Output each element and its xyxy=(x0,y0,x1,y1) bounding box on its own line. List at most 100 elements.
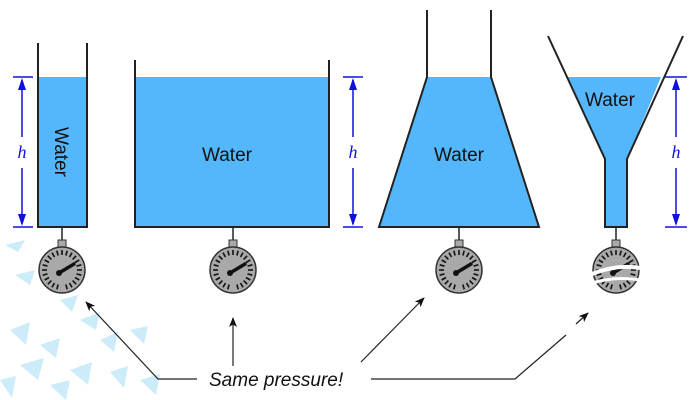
gauge-tick xyxy=(622,282,627,288)
decorative-shards xyxy=(0,240,160,400)
caption-same-pressure: Same pressure! xyxy=(209,370,344,391)
gauge-tick xyxy=(471,276,477,281)
gauge-tick xyxy=(74,276,80,281)
gauge-pivot xyxy=(453,270,459,276)
gauge-tick xyxy=(444,280,449,285)
gauge-tick xyxy=(448,282,453,288)
gauge-tick xyxy=(596,264,602,267)
gauge-tick xyxy=(469,280,474,285)
gauge-tick xyxy=(453,284,456,290)
water-label: Water xyxy=(585,90,636,111)
gauge-tick xyxy=(471,259,477,264)
gauge-tick xyxy=(227,250,230,256)
gauge-tick xyxy=(465,252,470,258)
water-label: Water xyxy=(202,145,253,166)
gauge-tick xyxy=(243,255,248,260)
gauge-tick xyxy=(68,252,73,258)
gauge-tick xyxy=(56,284,59,290)
gauge-tick xyxy=(243,280,248,285)
gauge-tick xyxy=(601,255,606,260)
gauge-tick xyxy=(76,264,82,267)
gauge-tick xyxy=(47,255,52,260)
water-fill xyxy=(568,77,661,227)
leader-line-gauge-3 xyxy=(360,297,425,363)
gauge-tick xyxy=(441,276,447,281)
leader-arrow-gauge-4 xyxy=(575,312,589,325)
gauge-tick xyxy=(247,273,253,276)
gauge-tick xyxy=(462,284,465,290)
gauge-tick xyxy=(622,252,627,258)
gauge-tick xyxy=(65,284,68,290)
gauge-tick xyxy=(218,255,223,260)
gauge-tick xyxy=(626,280,631,285)
gauge-tick xyxy=(610,284,613,290)
gauge-tick xyxy=(215,259,221,264)
gauge-tick xyxy=(44,259,50,264)
vessel-funnel: Water xyxy=(547,35,684,228)
gauge-tick xyxy=(247,264,253,267)
gauge-tick xyxy=(42,273,48,276)
gauge-tick xyxy=(245,276,251,281)
water-fill xyxy=(38,77,87,227)
leader-line-gauge-1 xyxy=(85,301,197,380)
gauge-tick xyxy=(72,280,77,285)
gauge-tick xyxy=(51,282,56,288)
gauge-tick xyxy=(213,273,219,276)
gauge-glare xyxy=(591,264,641,276)
leader-line-gauge-4 xyxy=(371,334,567,380)
gauge-tick xyxy=(236,284,239,290)
gauge-tick xyxy=(619,250,622,256)
gauge-tick xyxy=(441,259,447,264)
leader-lines xyxy=(85,297,589,380)
gauge-tick xyxy=(605,282,610,288)
gauge-tick xyxy=(473,264,479,267)
gauge-tick xyxy=(439,273,445,276)
gauge-pivot xyxy=(227,270,233,276)
height-dimension-2: h xyxy=(343,76,363,228)
water-fill xyxy=(135,77,329,227)
vessel-wall xyxy=(134,60,330,228)
gauge-tick xyxy=(473,273,479,276)
gauge-tick xyxy=(462,250,465,256)
gauge-tick xyxy=(72,255,77,260)
gauge-tick xyxy=(605,252,610,258)
pressure-gauge-4 xyxy=(591,227,641,294)
gauge-tick xyxy=(598,259,604,264)
gauge-tick xyxy=(42,264,48,267)
gauge-tick xyxy=(76,273,82,276)
pressure-gauges xyxy=(38,227,641,294)
gauge-tick xyxy=(469,255,474,260)
gauge-tick xyxy=(218,280,223,285)
gauge-tick xyxy=(628,259,634,264)
gauge-tick xyxy=(453,250,456,256)
vessel-narrow-tube: Water xyxy=(37,43,88,228)
height-dimension-4: h xyxy=(665,76,687,228)
height-label: h xyxy=(672,142,681,162)
water-fill xyxy=(379,77,539,227)
gauge-pivot xyxy=(610,270,616,276)
gauge-tick xyxy=(227,284,230,290)
water-label: Water xyxy=(434,145,485,166)
gauge-tick xyxy=(239,282,244,288)
gauge-tick xyxy=(215,276,221,281)
gauge-tick xyxy=(610,250,613,256)
pressure-gauge-3 xyxy=(435,227,483,294)
gauge-tick xyxy=(448,252,453,258)
gauge-tick xyxy=(213,264,219,267)
gauge-tick xyxy=(44,276,50,281)
pressure-gauge-2 xyxy=(209,227,257,294)
vessel-flask: Water xyxy=(377,10,541,228)
gauge-tick xyxy=(65,250,68,256)
height-dimension-1: h xyxy=(13,76,33,228)
gauge-tick xyxy=(439,264,445,267)
gauge-tick xyxy=(626,255,631,260)
gauge-tick xyxy=(74,259,80,264)
gauge-tick xyxy=(222,282,227,288)
gauge-tick xyxy=(56,250,59,256)
gauge-tick xyxy=(630,273,636,276)
height-label: h xyxy=(18,142,27,162)
gauge-tick xyxy=(596,273,602,276)
gauge-tick xyxy=(222,252,227,258)
gauge-tick xyxy=(68,282,73,288)
